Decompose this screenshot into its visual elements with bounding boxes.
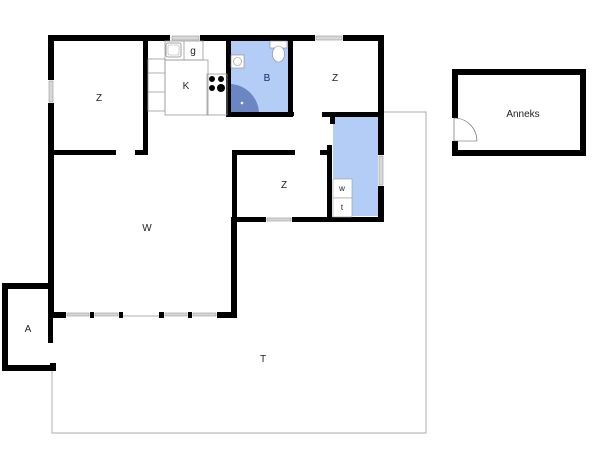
room-label-bedroom-mid: Z — [281, 180, 287, 191]
room-label-utility-w: w — [338, 184, 345, 193]
room-label-utility-t: t — [341, 203, 344, 212]
walls — [2, 35, 586, 371]
kitchen-fixtures — [147, 40, 228, 116]
room-label-bedroom-nw: Z — [96, 93, 102, 104]
room-label-kitchen: K — [183, 81, 190, 92]
room-label-kitchen-g: g — [190, 46, 196, 57]
windows — [48, 35, 384, 317]
annex-door — [452, 117, 478, 142]
room-label-terrace: T — [260, 354, 266, 365]
bathroom-sink-icon — [230, 54, 245, 69]
room-label-annex: Anneks — [506, 109, 539, 120]
room-label-living: W — [142, 223, 152, 234]
room-label-storage-a: A — [25, 324, 32, 335]
sink-icon — [165, 42, 182, 58]
toilet-icon — [269, 40, 288, 63]
stove-icon — [209, 76, 225, 92]
shower-icon — [229, 84, 259, 114]
terrace — [51, 111, 427, 434]
dryer-box — [332, 197, 353, 218]
room-label-bedroom-ne: Z — [332, 73, 338, 84]
room-label-bathroom: B — [264, 73, 271, 84]
